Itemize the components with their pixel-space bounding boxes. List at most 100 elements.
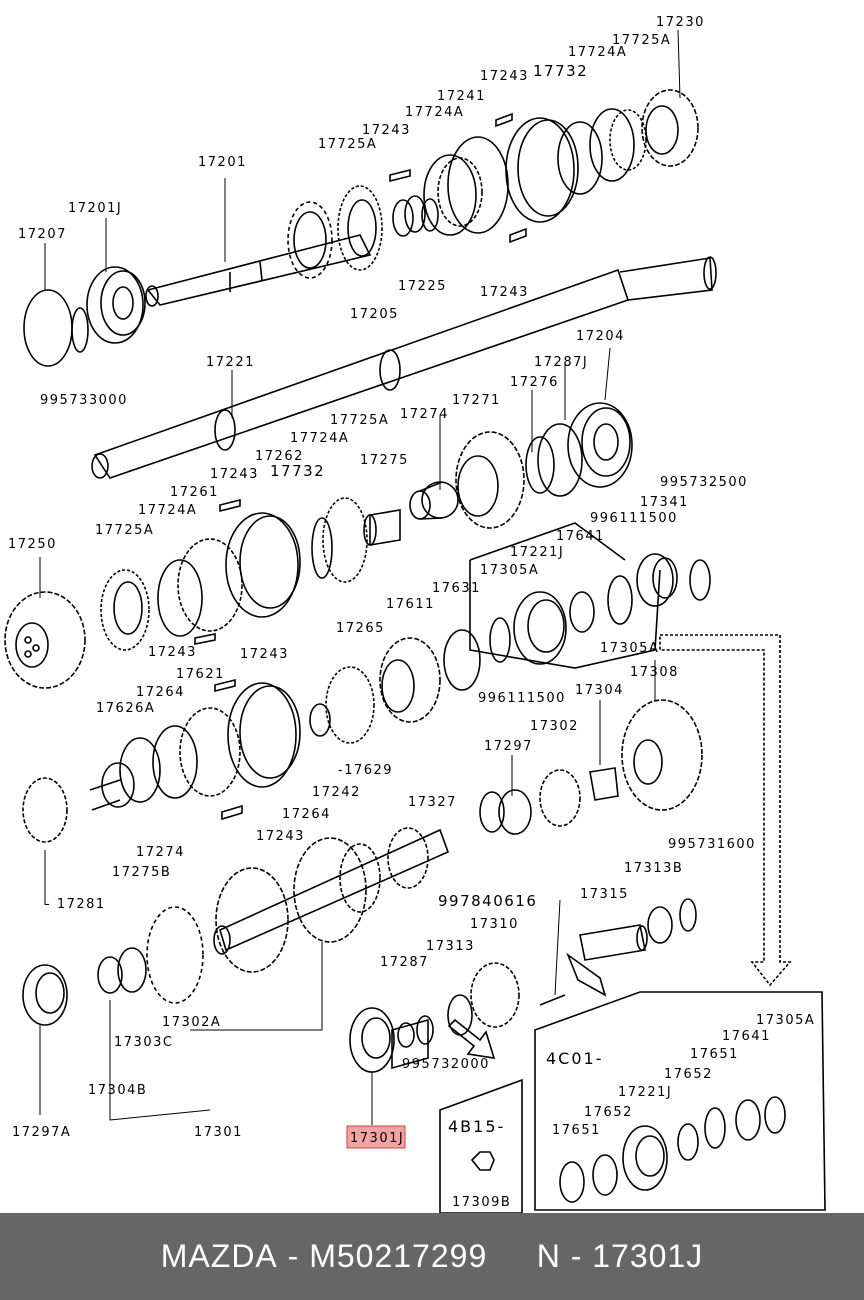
- label-17221J: 17221J: [618, 1085, 672, 1100]
- label-17724A: 17724A: [138, 503, 197, 518]
- synchro-middle: [100, 497, 368, 651]
- key-17243-f: [214, 678, 236, 693]
- label-17225: 17225: [398, 279, 447, 294]
- spacer-17304B: [97, 956, 123, 994]
- hub-17275: [363, 509, 401, 546]
- label-17250: 17250: [8, 537, 57, 552]
- box-4b15: [439, 1078, 523, 1213]
- key-17243-d: [219, 498, 241, 513]
- gear-17271: [455, 431, 525, 529]
- label-995732000: 995732000: [402, 1057, 490, 1072]
- label-17724A: 17724A: [405, 105, 464, 120]
- idler-shaft-17315: [566, 924, 648, 997]
- gear-17205: [287, 201, 333, 279]
- label-17264: 17264: [282, 807, 331, 822]
- ring-996111500-a: [607, 575, 633, 625]
- label-17651: 17651: [690, 1047, 739, 1062]
- label-17221J: 17221J: [510, 545, 564, 560]
- label-17274: 17274: [400, 407, 449, 422]
- label-17652: 17652: [664, 1067, 713, 1082]
- label-17287: 17287: [380, 955, 429, 970]
- label-17313B: 17313B: [624, 861, 683, 876]
- bearing-17201J: [86, 266, 146, 344]
- gear-17308: [621, 699, 703, 811]
- label-17281: - 17281: [45, 897, 106, 912]
- label-17243: 17243: [210, 467, 259, 482]
- label-17201: 17201: [198, 155, 247, 170]
- label-17221: 17221: [206, 355, 255, 370]
- key-17243-b: [495, 112, 513, 128]
- label-996111500: 996111500: [478, 691, 566, 706]
- label-17308: 17308: [630, 665, 679, 680]
- label-17271: 17271: [452, 393, 501, 408]
- label-17262: 17262: [255, 449, 304, 464]
- ring-995732500: [689, 559, 711, 601]
- ring-17287J: [537, 423, 583, 497]
- label-17201J: 17201J: [68, 201, 122, 216]
- bearing-17221J-a: [513, 591, 567, 665]
- label-17732: 17732: [533, 62, 588, 80]
- label-995731600: 995731600: [668, 837, 756, 852]
- label-17309B: 17309B: [452, 1195, 511, 1210]
- label-17275: 17275: [360, 453, 409, 468]
- label-17275B: 17275B: [112, 865, 171, 880]
- label-17652: 17652: [584, 1105, 633, 1120]
- label-17243: 17243: [480, 69, 529, 84]
- label-17724A: 17724A: [568, 45, 627, 60]
- label-17297: 17297: [484, 739, 533, 754]
- gear-17250: [4, 591, 86, 689]
- ring-17641-a: [569, 591, 595, 633]
- arrow-to-4c01: [659, 634, 792, 987]
- ring-995731600: [679, 898, 697, 932]
- key-17243-g: [221, 804, 243, 821]
- label-17243: 17243: [256, 829, 305, 844]
- label-17341: 17341: [640, 495, 689, 510]
- ring-17276: [525, 436, 555, 494]
- label-17631: 17631: [432, 581, 481, 596]
- label-17302A: 17302A: [162, 1015, 221, 1030]
- ring-17287: [391, 1018, 429, 1070]
- ring-17305A-a: [489, 617, 511, 663]
- bushing-17304: [589, 767, 619, 801]
- label-17304: 17304: [575, 683, 624, 698]
- label-17303C: 17303C: [114, 1035, 173, 1050]
- label-17241: 17241: [437, 89, 486, 104]
- bearing-17301J: [349, 1007, 395, 1073]
- label-17230: 17230: [656, 15, 705, 30]
- synchro-17265: [325, 666, 375, 744]
- label-17725A: 17725A: [330, 413, 389, 428]
- key-17243-e: [194, 633, 216, 645]
- 4c01-parts: [559, 1096, 786, 1203]
- label-17724A: 17724A: [290, 431, 349, 446]
- leader-lines: [39, 29, 681, 1125]
- box-left: [469, 560, 661, 669]
- label-995732500: 995732500: [660, 475, 748, 490]
- label-17243: 17243: [240, 647, 289, 662]
- ring-17631: [443, 629, 481, 691]
- needle-bearing-17274: [409, 481, 459, 520]
- snap-ring-17207: [23, 289, 73, 367]
- label-17626A: 17626A: [96, 701, 155, 716]
- exploded-parts-diagram: 17230 17725A 17724A 17732 17243 17241 17…: [4, 15, 826, 1213]
- gear-17302A: [146, 906, 204, 1004]
- label-17287J: 17287J: [534, 355, 588, 370]
- label-17205: 17205: [350, 307, 399, 322]
- ring-17313B: [647, 906, 673, 944]
- label-17204: 17204: [576, 329, 625, 344]
- label-996111500: 996111500: [590, 511, 678, 526]
- label-17274: 17274: [136, 845, 185, 860]
- label-17242: 17242: [312, 785, 361, 800]
- arrow-to-4b15: [447, 1018, 496, 1059]
- label-17315: 17315: [580, 887, 629, 902]
- label-17265: 17265: [336, 621, 385, 636]
- label-17261: 17261: [170, 485, 219, 500]
- ring-17327: [479, 791, 505, 833]
- caption-bar: MAZDA - M50217299 N - 17301J: [0, 1213, 864, 1300]
- ring-17629: [309, 703, 331, 737]
- key-17243-a: [389, 168, 411, 183]
- needle-bearing-17274-b: [89, 762, 135, 811]
- label-17725A: 17725A: [612, 33, 671, 48]
- countershaft-17221: [91, 256, 717, 479]
- gear-17310: [470, 962, 520, 1028]
- sleeve-17732-upper: [505, 117, 603, 223]
